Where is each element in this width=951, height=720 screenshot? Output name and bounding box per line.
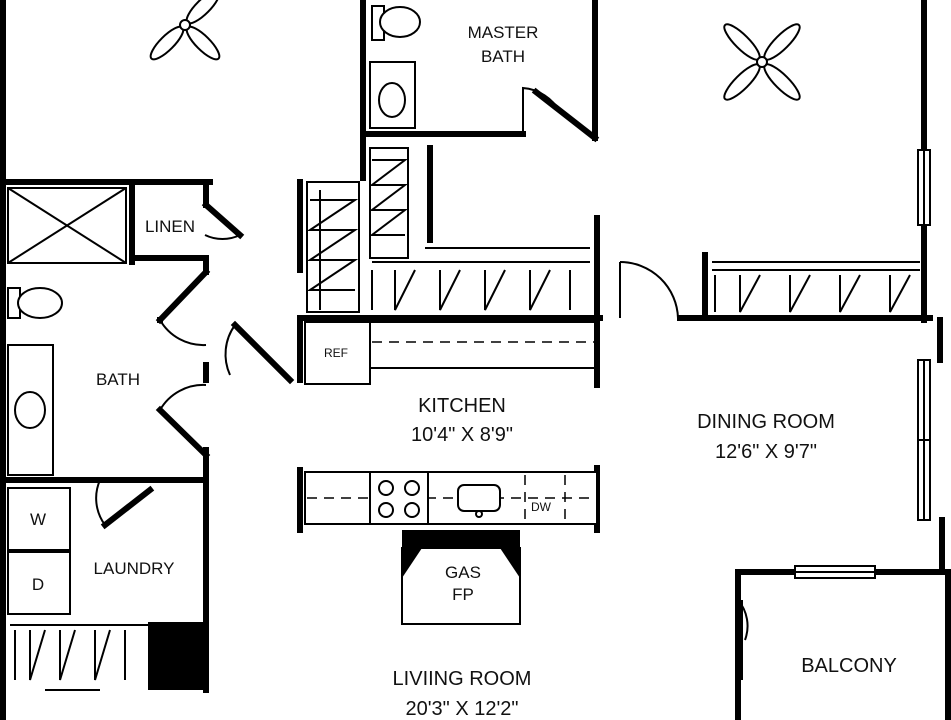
fireplace-label-1: GAS bbox=[445, 563, 481, 582]
windows bbox=[794, 149, 931, 579]
toilet-icon bbox=[371, 5, 421, 41]
balcony-label: BALCONY bbox=[801, 655, 897, 677]
kitchen-sink-icon bbox=[457, 484, 501, 518]
dining-room-label: DINING ROOM bbox=[697, 411, 835, 433]
living-room-label: LIVIING ROOM bbox=[393, 668, 532, 690]
sink-icon bbox=[369, 61, 416, 129]
ref-label: REF bbox=[324, 346, 348, 360]
kitchen-label: KITCHEN bbox=[418, 395, 506, 417]
closet-doors bbox=[10, 147, 920, 691]
kitchen-dimensions: 10'4" X 8'9" bbox=[411, 424, 513, 446]
toilet-icon bbox=[7, 287, 63, 319]
dishwasher-label: DW bbox=[531, 500, 552, 514]
dining-room-dimensions: 12'6" X 9'7" bbox=[715, 441, 817, 463]
living-room-dimensions: 20'3" X 12'2" bbox=[405, 698, 518, 720]
doors bbox=[95, 86, 749, 680]
dryer-label: D bbox=[32, 575, 44, 594]
ceiling-fan-icon bbox=[723, 23, 801, 101]
kitchen-counters bbox=[304, 321, 598, 525]
master-bath-label-2: BATH bbox=[481, 47, 525, 66]
sink-icon bbox=[7, 344, 54, 476]
bath-label: BATH bbox=[96, 370, 140, 389]
gas-fireplace bbox=[401, 530, 521, 625]
linen-label: LINEN bbox=[145, 217, 195, 236]
cooktop-icon bbox=[369, 471, 429, 525]
washer-label: W bbox=[30, 510, 46, 529]
laundry-label: LAUNDRY bbox=[94, 559, 175, 578]
master-bath-label-1: MASTER bbox=[468, 23, 539, 42]
washer-dryer bbox=[7, 487, 71, 615]
fireplace-label-2: FP bbox=[452, 585, 474, 604]
ceiling-fan-icon bbox=[149, 0, 221, 61]
shower-icon bbox=[7, 187, 127, 264]
